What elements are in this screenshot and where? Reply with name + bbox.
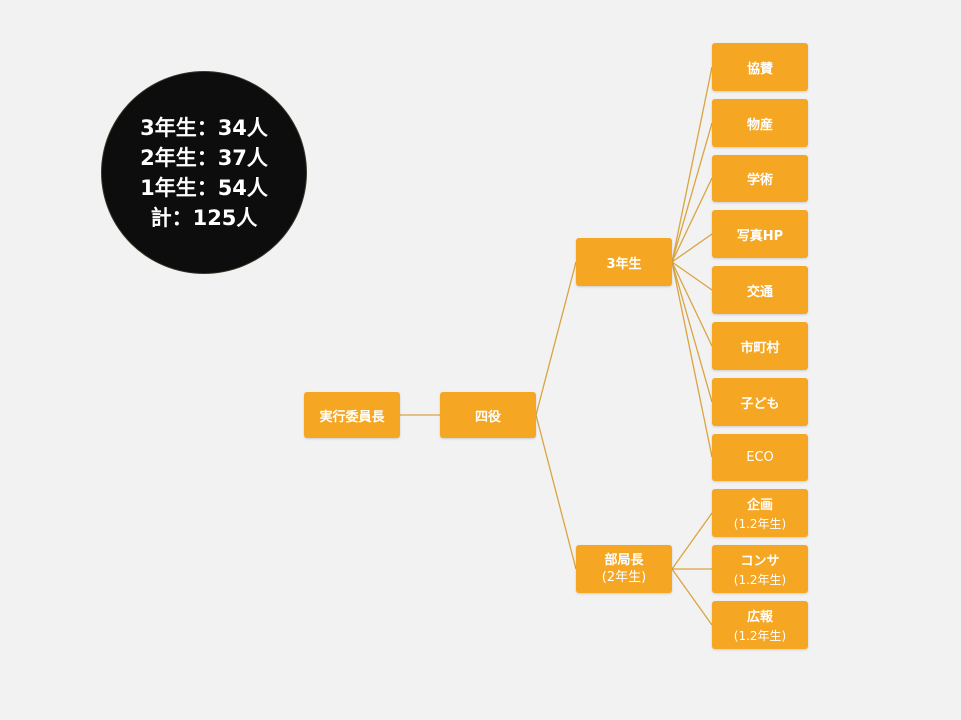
connector-3rd-sec-8 [671,261,713,458]
section-label: コンサ [740,554,780,569]
section-label: 子ども [740,396,780,412]
node-section-bussan: 物産 [712,99,808,147]
section-label: 交通 [746,284,773,300]
node-third-year-label: 3年生 [606,256,642,272]
node-department-heads-sub: (2年生) [601,570,647,585]
connector-heads-sec-1 [671,512,713,570]
node-department-heads-label: 部局長 [604,553,644,568]
node-section-consa: コンサ (1.2年生) [712,545,808,593]
connector-3rd-sec-6 [671,261,713,347]
connector-officers-3rd [535,261,577,416]
node-third-year: 3年生 [576,238,672,286]
section-label: 写真HP [736,228,784,244]
connector-3rd-sec-3 [671,177,713,263]
node-section-koutsuu: 交通 [712,266,808,314]
connector-3rd-sec-4 [671,233,713,263]
section-sub: (1.2年生) [733,629,787,643]
connector-3rd-sec-2 [671,122,713,263]
section-label: ECO [746,450,774,465]
connector-3rd-sec-1 [671,66,713,263]
node-four-officers-label: 四役 [474,409,501,425]
node-section-eco: ECO [712,434,808,481]
connector-officers-heads [535,414,577,570]
section-label: 広報 [746,610,773,625]
node-executive-chair: 実行委員長 [304,392,400,438]
section-label: 物産 [746,117,773,133]
node-section-photo-hp: 写真HP [712,210,808,258]
section-label: 協賛 [746,61,773,77]
node-section-kodomo: 子ども [712,378,808,426]
node-section-gakujutsu: 学術 [712,155,808,202]
stat-line-total: 計：125人 [150,205,258,230]
section-sub: (1.2年生) [733,573,787,587]
node-section-shichouson: 市町村 [712,322,808,370]
section-sub: (1.2年生) [733,517,787,531]
node-four-officers: 四役 [440,392,536,438]
node-section-kikaku: 企画 (1.2年生) [712,489,808,537]
node-department-heads: 部局長 (2年生) [576,545,672,593]
node-section-kouhou: 広報 (1.2年生) [712,601,808,649]
stat-line-3rd-year: 3年生：34人 [140,115,268,140]
node-executive-chair-label: 実行委員長 [319,409,385,425]
connector-3rd-sec-5 [671,261,713,291]
node-section-kyousan: 協賛 [712,43,808,91]
section-label: 市町村 [740,340,780,356]
connector-heads-sec-3 [671,568,713,626]
member-count-circle: 3年生：34人 2年生：37人 1年生：54人 計：125人 [101,71,307,274]
stat-line-1st-year: 1年生：54人 [140,175,268,200]
section-label: 企画 [746,498,773,513]
section-label: 学術 [746,173,773,188]
connector-3rd-sec-7 [671,261,713,403]
stat-line-2nd-year: 2年生：37人 [140,145,268,170]
